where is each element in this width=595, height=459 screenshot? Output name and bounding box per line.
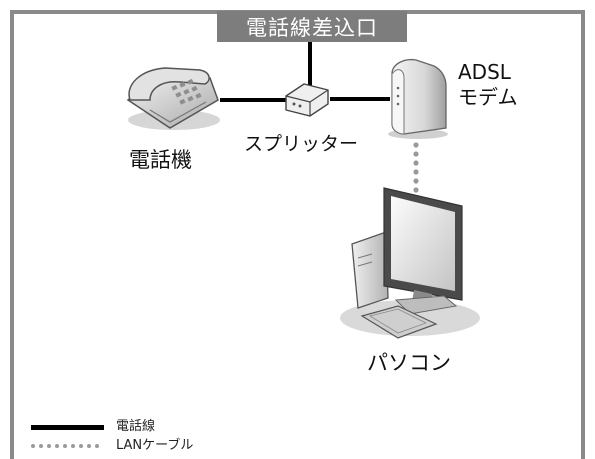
wall-jack-box bbox=[217, 11, 407, 42]
splitter-label: スプリッター bbox=[244, 133, 359, 155]
splitter-icon bbox=[285, 83, 329, 117]
modem-label-line2: モデム bbox=[458, 85, 518, 109]
pc-label: パソコン bbox=[367, 351, 451, 375]
phone-line-connections bbox=[220, 42, 390, 102]
legend-phone-line-label: 電話線 bbox=[116, 419, 156, 434]
telephone-icon bbox=[126, 67, 220, 130]
computer-icon bbox=[340, 187, 480, 339]
lan-cable-connection bbox=[413, 133, 419, 193]
wall-jack-label: 電話線差込口 bbox=[246, 15, 378, 40]
modem-label-line1: ADSL bbox=[458, 60, 511, 84]
modem-icon bbox=[388, 58, 448, 139]
phone-label: 電話機 bbox=[129, 148, 192, 172]
legend-lan-cable-swatch bbox=[31, 444, 99, 448]
legend-lan-cable-label: LANケーブル bbox=[116, 438, 194, 453]
legend-phone-line-swatch bbox=[31, 425, 104, 430]
